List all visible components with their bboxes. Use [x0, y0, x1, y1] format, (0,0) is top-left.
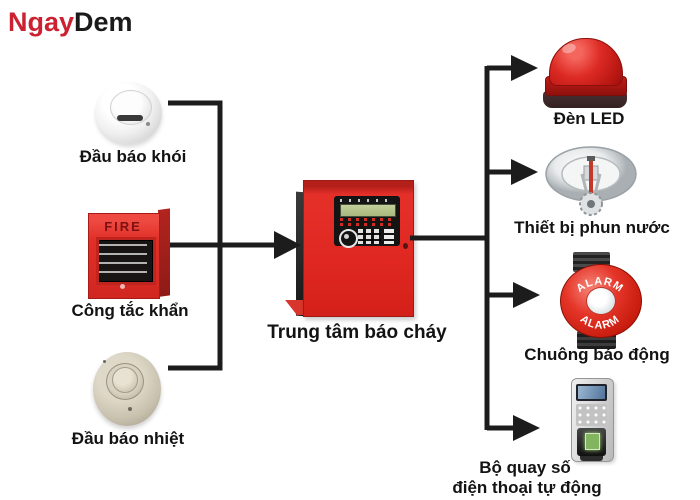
bell-center-hub — [586, 287, 616, 315]
panel-keypad-right — [384, 229, 394, 244]
emergency-switch-label: Công tắc khẩn — [71, 301, 189, 320]
arrow-to-dialer-icon — [513, 415, 540, 441]
auto-dialer-label-line1: Bộ quay số — [479, 458, 571, 477]
panel-led-indicators — [340, 218, 394, 226]
alarm-bell-label: Chuông báo động — [524, 345, 670, 364]
switch-fire-text: FIRE — [104, 219, 142, 234]
panel-lcd-display — [340, 204, 396, 217]
dialer-lcd-screen — [578, 386, 605, 399]
svg-text:ALARM: ALARM — [578, 313, 622, 332]
smoke-detector-hole — [146, 122, 150, 126]
bell-alarm-text: ALARM ALARM — [574, 275, 625, 332]
sprinkler-label: Thiết bị phun nước — [514, 218, 670, 237]
heat-detector-hole — [128, 407, 132, 411]
panel-dpad — [339, 229, 358, 248]
sprinkler-icon — [545, 146, 637, 216]
auto-dialer-label-line2: điện thoại tự động — [452, 478, 602, 497]
arrow-to-bell-icon — [513, 282, 540, 308]
led-light-label: Đèn LED — [553, 109, 625, 128]
dialer-keypad — [576, 404, 607, 426]
dialer-base — [580, 456, 603, 461]
logo-text-red: Ngay — [8, 7, 75, 37]
bell-text-bottom: ALARM — [578, 313, 621, 332]
panel-top-leds — [340, 199, 394, 202]
panel-dpad-center — [344, 234, 349, 239]
input-bus-line — [168, 100, 223, 371]
smoke-detector-slot — [117, 115, 143, 121]
panel-keyhole — [403, 243, 408, 249]
svg-text:ALARM: ALARM — [574, 275, 625, 295]
arrow-to-sprinkler-icon — [511, 159, 538, 185]
arrow-to-panel-icon — [274, 231, 301, 259]
heat-detector-label: Đầu báo nhiệt — [71, 429, 185, 448]
panel-keypad — [358, 229, 381, 244]
logo-text-black: Dem — [74, 7, 133, 37]
heat-detector-hole-2 — [103, 360, 106, 363]
switch-glass-text-lines — [99, 241, 147, 275]
heat-detector-dome — [112, 367, 138, 393]
dialer-sensor-light — [585, 433, 600, 450]
switch-screw — [120, 284, 125, 289]
control-panel-label: Trung tâm báo cháy — [267, 322, 447, 343]
bell-text-top: ALARM — [574, 275, 624, 295]
arrow-to-led-icon — [511, 55, 538, 81]
site-logo: NgayDem — [8, 8, 133, 36]
smoke-detector-label: Đầu báo khói — [79, 147, 187, 166]
